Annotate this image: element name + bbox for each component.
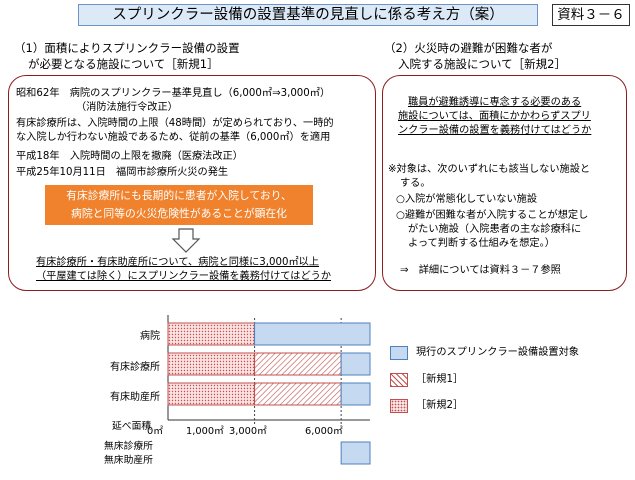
tick-3000: 3,000㎡	[229, 426, 267, 437]
category-hospital: 病院	[140, 331, 160, 342]
no-bed-label-line2: 無床助産所	[104, 455, 153, 466]
risk-alert-box: 有床診療所にも長期的に患者が入院しており、 病院と同等の火災危険性があることが顕…	[45, 185, 313, 225]
document-number: 資料３－６	[552, 4, 630, 26]
category-midwife: 有床助産所	[110, 392, 160, 403]
section1-heading: （1）面積によりスプリンクラー設備の設置 が必要となる施設について［新規1］	[14, 40, 240, 72]
bar-new2-1	[167, 352, 256, 376]
note-line1: ※対象は、次のいずれにも該当しない施設と	[388, 164, 591, 175]
tick-1000: 1,000㎡	[186, 426, 224, 437]
criteria-item1: ○入院が常態化していない施設	[396, 194, 538, 205]
criteria-item2-line2: がたい施設（入院患者の主な診療科に	[408, 224, 582, 235]
note-line2: する。	[400, 178, 431, 189]
criteria-item2-line1: ○避難が困難な者が入院することが想定し	[396, 210, 589, 221]
page-title: スプリンクラー設備の設置基準の見直しに係る考え方（案）	[78, 4, 538, 26]
history-2006: 平成18年 入院時間の上限を撤廃（医療法改正）	[16, 151, 243, 162]
conclusion-line2: （平屋建ては除く）にスプリンクラー設備を義務付けてはどうか	[36, 271, 332, 282]
section2-heading-line1: （2）火災時の避難が困難な者が	[384, 41, 553, 55]
reference-note: ⇒ 詳細については資料３－７参照	[400, 265, 561, 276]
bar-current-1	[340, 352, 371, 376]
history-1987-note: （消防法施行令改正）	[76, 102, 178, 113]
bar-current-0	[254, 322, 371, 346]
section1-heading-line2: が必要となる施設について［新規1］	[28, 57, 219, 71]
section2-box	[382, 75, 627, 291]
legend-current-label: 現行のスプリンクラー設備設置対象	[416, 347, 579, 358]
proposal-line1: 職員が避難誘導に専念する必要のある	[408, 97, 582, 108]
risk-alert-line2: 病院と同等の火災危険性があることが顕在化	[71, 207, 287, 220]
category-clinic: 有床診療所	[110, 362, 160, 373]
section2-heading: （2）火災時の避難が困難な者が 入院する施設について［新規2］	[384, 40, 566, 72]
section1-heading-line1: （1）面積によりスプリンクラー設備の設置	[14, 41, 240, 55]
clinic-note-line2: な入院しか行わない施設であるため、従前の基準（6,000㎡）を適用	[16, 132, 331, 143]
section2-heading-line2: 入院する施設について［新規2］	[398, 57, 566, 71]
criteria-item2-line3: よって判断する仕組みを想定。）	[408, 238, 555, 249]
bar-new2-2	[167, 382, 256, 406]
legend-new2-swatch	[390, 399, 408, 413]
risk-alert-line1: 有床診療所にも長期的に患者が入院しており、	[66, 189, 292, 202]
no-bed-label-line1: 無床診療所	[104, 441, 153, 452]
down-arrow-icon	[171, 228, 201, 253]
history-1987: 昭和62年 病院のスプリンクラー基準見直し（6,000㎡⇒3,000㎡）	[16, 88, 331, 99]
legend-current-swatch	[390, 346, 408, 360]
bar-new1-1	[254, 352, 342, 376]
conclusion-line1: 有床診療所・有床助産所について、病院と同様に3,000㎡以上	[36, 257, 320, 268]
clinic-note-line1: 有床診療所は、入院時間の上限（48時間）が定められており、一時的	[16, 118, 334, 129]
tick-0: 0㎡	[147, 426, 164, 437]
bar-current-3	[340, 441, 371, 465]
legend-new1-label: ［新規1］	[416, 374, 464, 385]
proposal-line2: 施設については、面積にかかわらずスプリ	[398, 111, 591, 122]
legend-new2-label: ［新規2］	[416, 400, 464, 411]
proposal-line3: ンクラー設備の設置を義務付けてはどうか	[398, 125, 592, 136]
tick-6000: 6,000㎡	[305, 426, 343, 437]
bar-new1-2	[254, 382, 342, 406]
bar-new2-0	[167, 322, 256, 346]
section1-box	[8, 75, 376, 291]
history-2013: 平成25年10月11日 福岡市診療所火災の発生	[16, 167, 229, 178]
legend-new1-swatch	[390, 373, 408, 387]
axis-title: 延べ面積	[112, 421, 152, 432]
bar-current-2	[340, 382, 371, 406]
